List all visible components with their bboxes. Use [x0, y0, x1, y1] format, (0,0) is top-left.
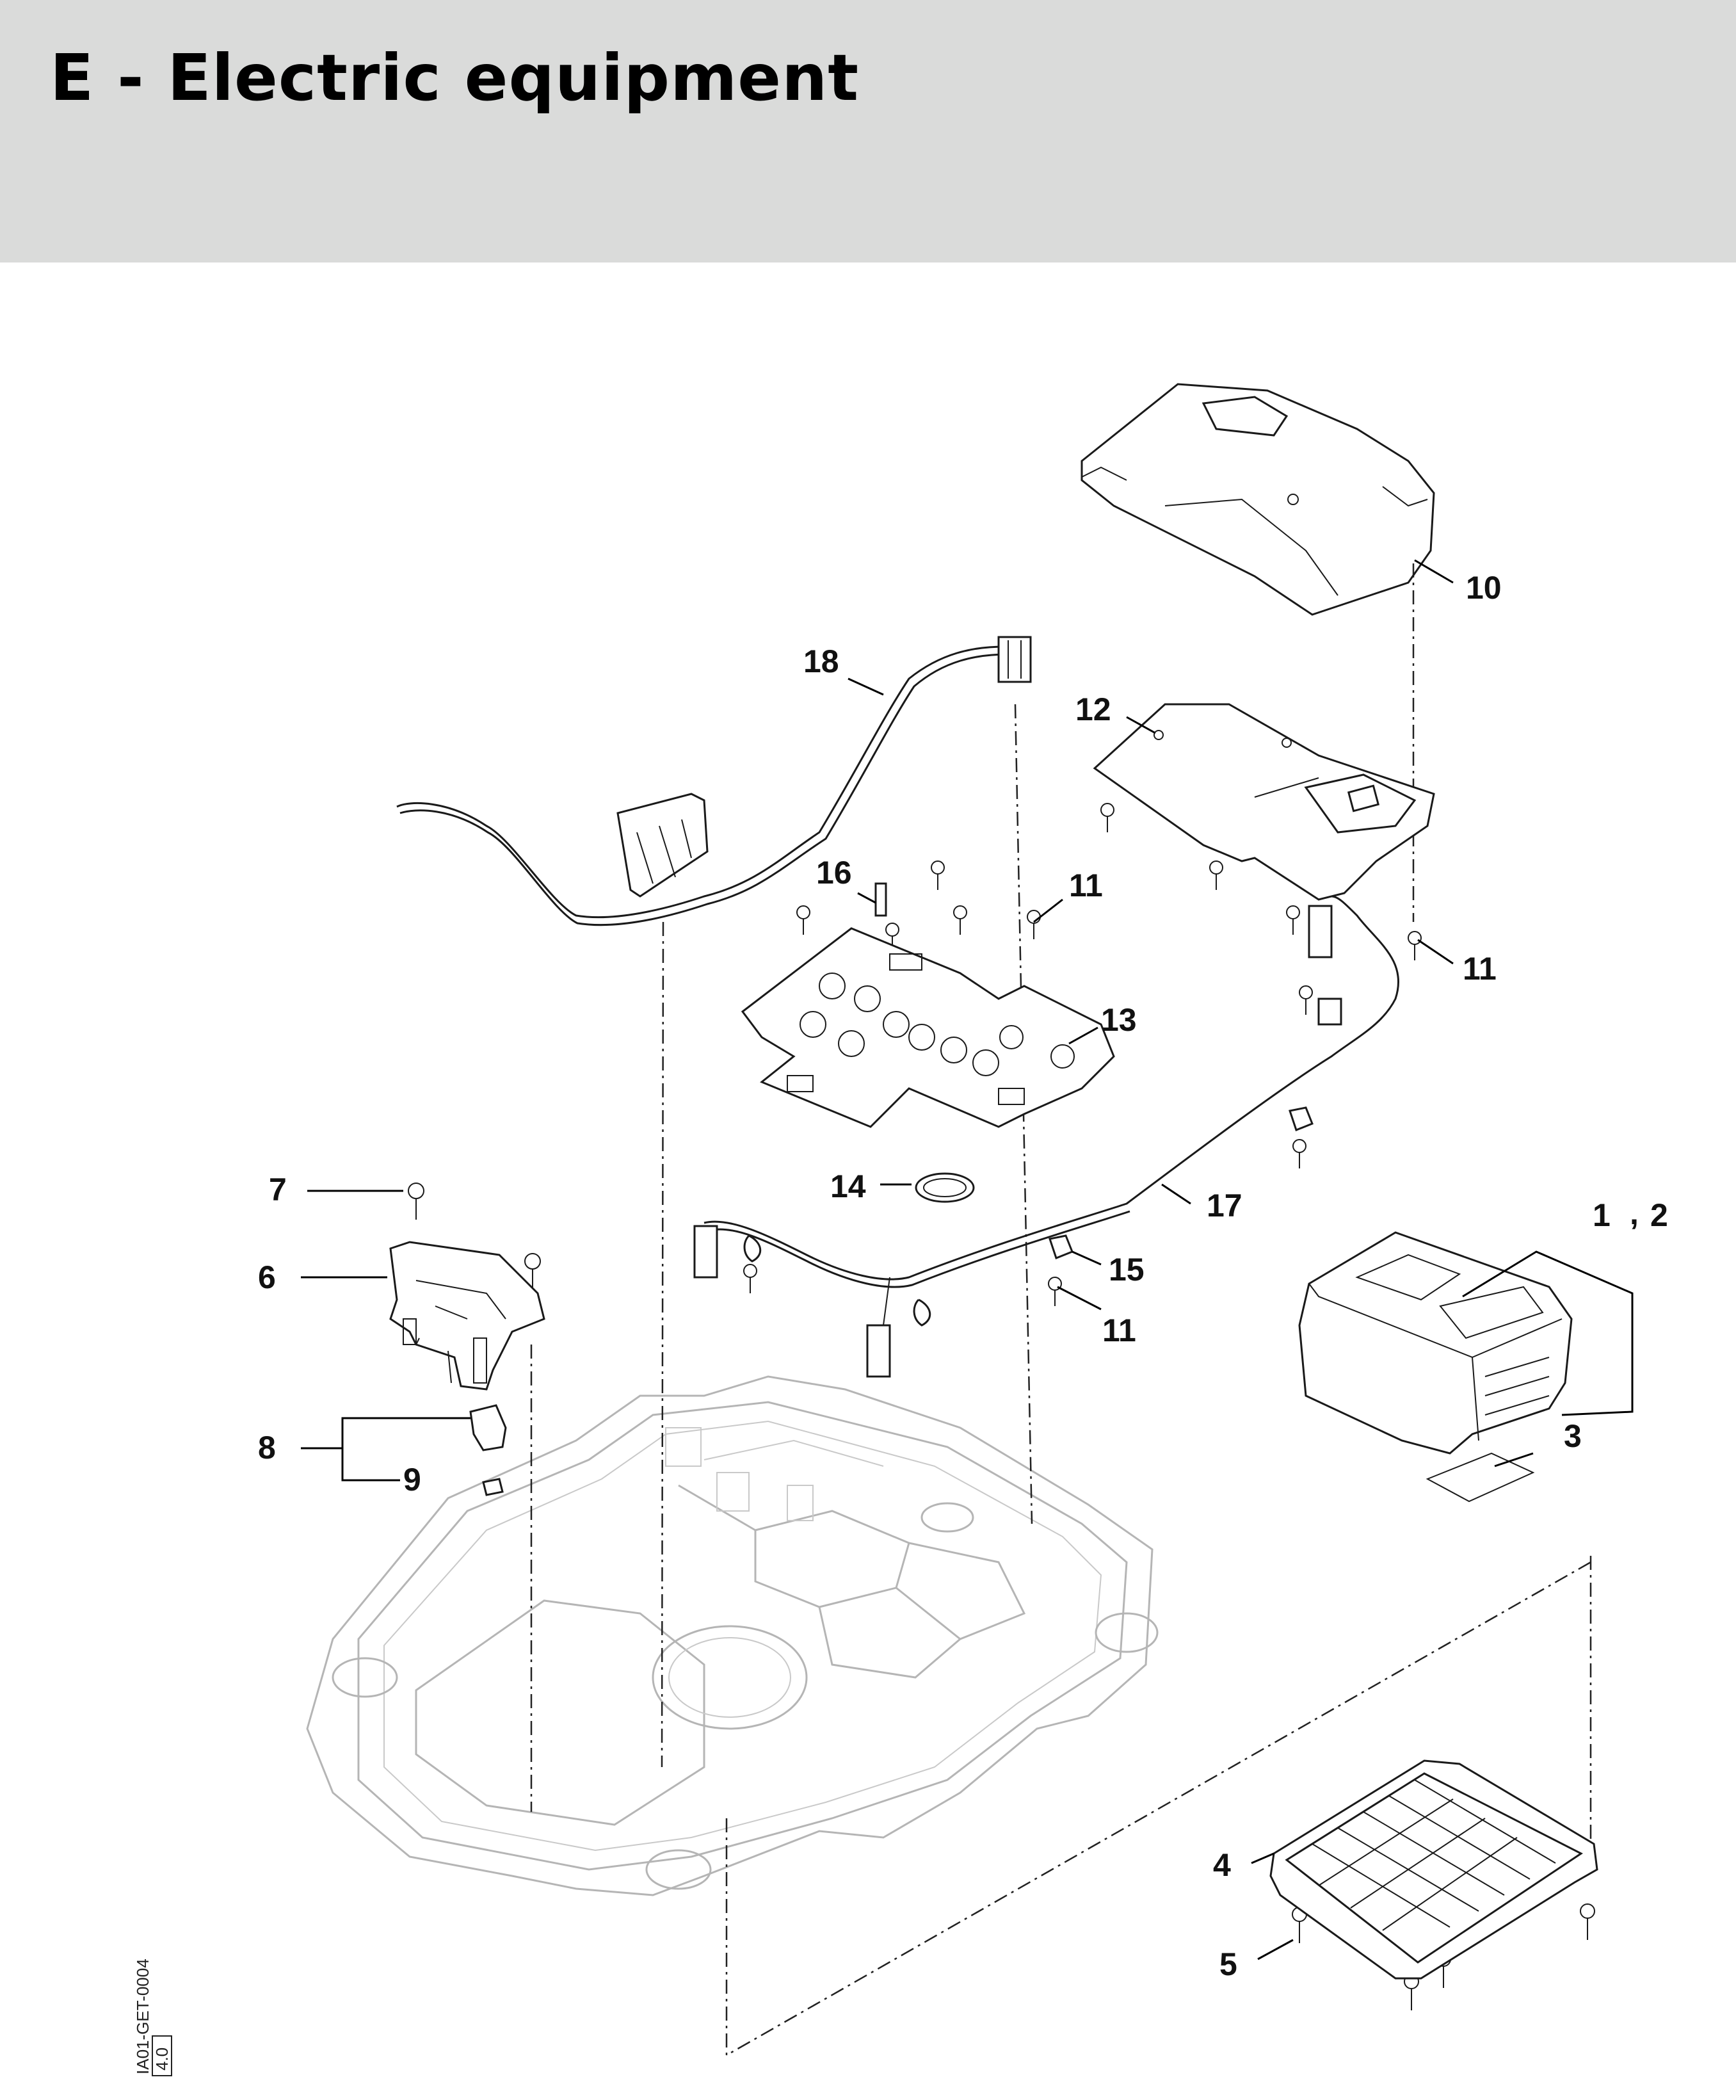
callout-7: 7 [269, 1172, 287, 1208]
callout-15: 15 [1109, 1252, 1145, 1288]
part-18-harness [396, 636, 1032, 926]
drawing-code-text: IA01-GET-0004 [133, 1959, 152, 2074]
callout-14: 14 [830, 1168, 866, 1204]
part-6-holder [389, 1241, 545, 1391]
callout-11-bottom: 11 [1102, 1312, 1136, 1348]
callout-3: 3 [1564, 1418, 1582, 1454]
callout-12: 12 [1075, 691, 1111, 727]
callout-13: 13 [1101, 1002, 1137, 1038]
part-1-2-battery [1298, 1231, 1573, 1455]
part-8-connector [469, 1404, 507, 1451]
callout-11-right: 11 [1463, 951, 1497, 987]
part-14-seal-ring [915, 1172, 975, 1203]
callout-2: 2 [1650, 1197, 1668, 1233]
part-9-plug [482, 1478, 504, 1496]
part-4-tray [1269, 1759, 1598, 1980]
callout-9: 9 [403, 1462, 421, 1498]
chassis-base-drawing [306, 1375, 1159, 1896]
callout-11-top: 11 [1069, 868, 1103, 903]
part-13-main-board [741, 882, 1115, 1128]
screws [408, 803, 1595, 2010]
callout-8: 8 [258, 1430, 276, 1466]
part-10-cover [1081, 383, 1435, 616]
callout-16: 16 [816, 855, 852, 891]
part-17-sensor-cable [693, 895, 1400, 1378]
callout-18: 18 [803, 643, 839, 679]
callout-6: 6 [258, 1259, 276, 1295]
callout-1: 1 [1593, 1197, 1611, 1233]
header-bar: E - Electric equipment [0, 0, 1736, 262]
callout-17: 17 [1207, 1188, 1242, 1224]
exploded-parts-diagram: 10 18 12 16 11 11 13 14 17 15 11 7 6 8 9… [118, 362, 1736, 2090]
callout-5: 5 [1219, 1946, 1237, 1982]
part-12-board [1093, 703, 1435, 901]
callout-labels: 10 18 12 16 11 11 13 14 17 15 11 7 6 8 9… [258, 570, 1668, 1982]
part-3-label [1426, 1452, 1535, 1503]
part-15-grommet [1049, 1106, 1314, 1259]
callout-4: 4 [1213, 1847, 1231, 1883]
drawing-code: IA01-GET-0004 4.0 [133, 1959, 172, 2076]
callout-10: 10 [1466, 570, 1502, 606]
drawing-revision: 4.0 [152, 2048, 172, 2071]
page-title: E - Electric equipment [50, 40, 860, 115]
leader-lines [301, 559, 1634, 1960]
callout-separator: , [1630, 1195, 1639, 1231]
